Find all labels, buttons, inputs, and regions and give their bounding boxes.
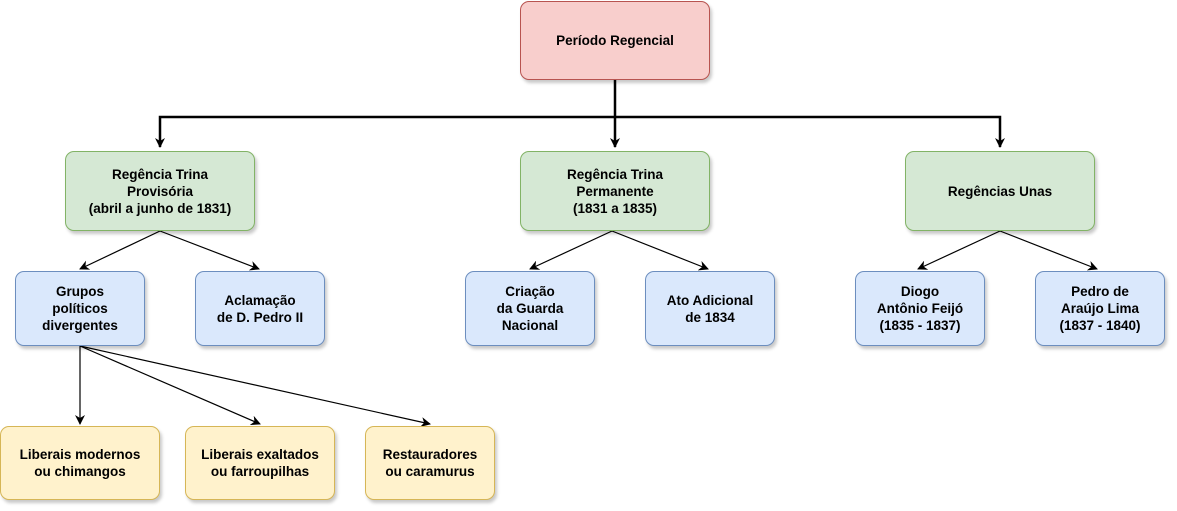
node-aclamacao: Aclamação de D. Pedro II bbox=[195, 271, 325, 346]
edge-root-trina-provisoria bbox=[155, 115, 615, 148]
edge-unas-araujo bbox=[999, 230, 1098, 271]
node-araujo-lima: Pedro de Araújo Lima (1837 - 1840) bbox=[1035, 271, 1165, 346]
edge-provisoria-aclamacao bbox=[159, 230, 260, 271]
node-regencia-trina-permanente: Regência Trina Permanente (1831 a 1835) bbox=[520, 151, 710, 231]
node-restauradores: Restauradores ou caramurus bbox=[365, 426, 495, 500]
node-guarda-nacional: Criação da Guarda Nacional bbox=[465, 271, 595, 346]
node-liberais-exaltados: Liberais exaltados ou farroupilhas bbox=[185, 426, 335, 500]
node-regencias-unas: Regências Unas bbox=[905, 151, 1095, 231]
node-feijo: Diogo Antônio Feijó (1835 - 1837) bbox=[855, 271, 985, 346]
node-periodo-regencial: Período Regencial bbox=[520, 1, 710, 80]
edge-root-unas bbox=[615, 115, 1005, 148]
node-ato-adicional: Ato Adicional de 1834 bbox=[645, 271, 775, 346]
edge-grupos-exaltados bbox=[79, 345, 261, 426]
edge-provisoria-grupos bbox=[79, 230, 161, 270]
edge-permanente-ato bbox=[611, 230, 709, 271]
edge-unas-feijo bbox=[917, 230, 1001, 270]
edge-grupos-restauradores bbox=[79, 345, 431, 427]
node-liberais-moderados: Liberais modernos ou chimangos bbox=[0, 426, 160, 500]
edge-permanente-guarda bbox=[529, 230, 613, 270]
node-grupos-politicos: Grupos políticos divergentes bbox=[15, 271, 145, 346]
node-regencia-trina-provisoria: Regência Trina Provisória (abril a junho… bbox=[65, 151, 255, 231]
